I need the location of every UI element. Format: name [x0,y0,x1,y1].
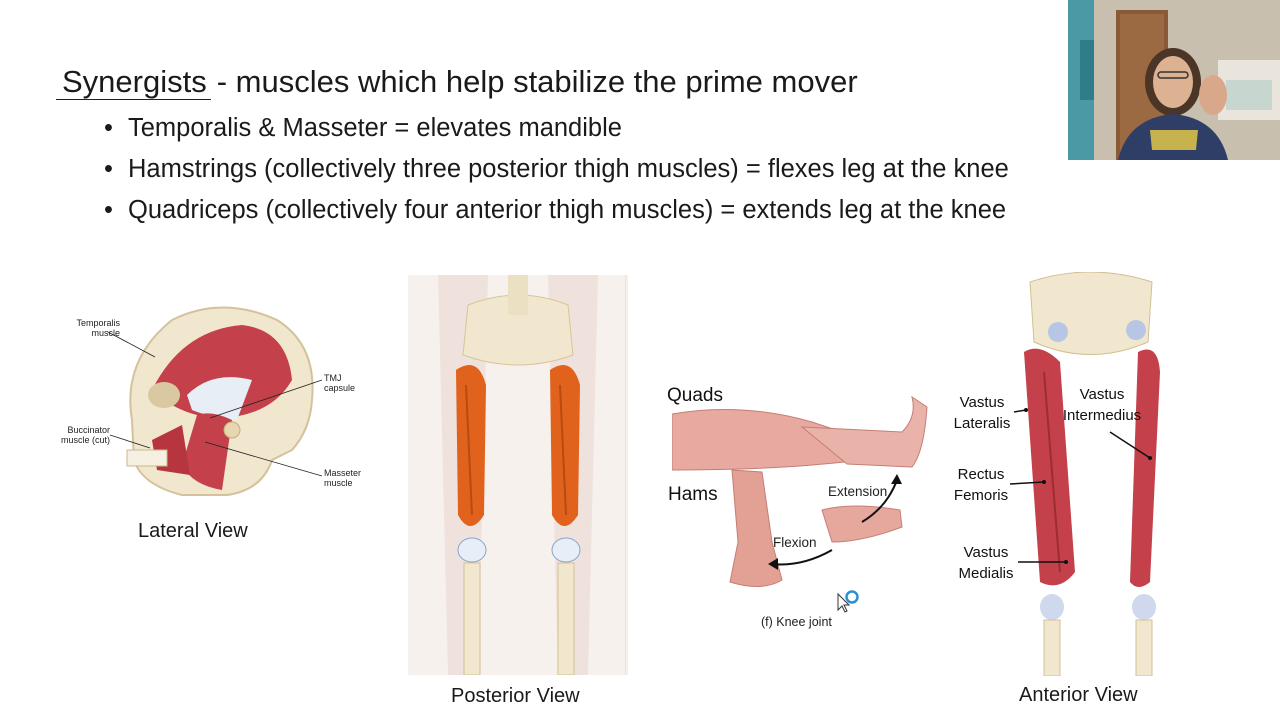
bullet-item: Temporalis & Masseter = elevates mandibl… [104,110,1009,151]
label-vastus-intermedius: Vastus Intermedius [1062,386,1142,424]
label-vastus-lateralis: Vastus Lateralis [953,394,1011,432]
label-vastus-medialis: Vastus Medialis [958,544,1014,582]
bullet-item: Hamstrings (collectively three posterior… [104,151,1009,192]
webcam-video [1068,0,1280,160]
label-quads: Quads [667,385,723,406]
label-temporalis: Temporalis muscle [76,318,120,338]
bullet-item: Quadriceps (collectively four anterior t… [104,192,1009,233]
bullet-list: Temporalis & Masseter = elevates mandibl… [104,110,1009,233]
caption-lateral-view: Lateral View [138,520,248,542]
webcam-scene [1068,0,1280,160]
label-tmj: TMJ capsule [324,373,356,393]
caption-posterior-view: Posterior View [451,685,580,707]
label-masseter: Masseter muscle [324,468,362,488]
heading-term: Synergists [56,65,211,100]
caption-anterior-view: Anterior View [1019,684,1138,706]
knee-joint-illustration [672,395,928,587]
mouse-cursor-icon [837,590,859,613]
label-rectus-femoris: Rectus Femoris [953,466,1009,504]
label-buccinator: Buccinator muscle (cut) [60,425,110,445]
skull-illustration [126,306,314,496]
skull-leader-lines [107,331,323,477]
slide-heading: Synergists- muscles which help stabilize… [56,62,858,102]
anterior-legs-illustration [1024,272,1160,676]
caption-knee-joint: (f) Knee joint [761,615,832,629]
label-flexion: Flexion [773,535,817,550]
anterior-leader-lines [1009,408,1152,564]
divider [625,275,626,675]
posterior-legs-illustration [408,275,628,675]
label-hams: Hams [668,484,718,505]
label-extension: Extension [828,484,888,499]
heading-definition: - muscles which help stabilize the prime… [216,64,858,99]
